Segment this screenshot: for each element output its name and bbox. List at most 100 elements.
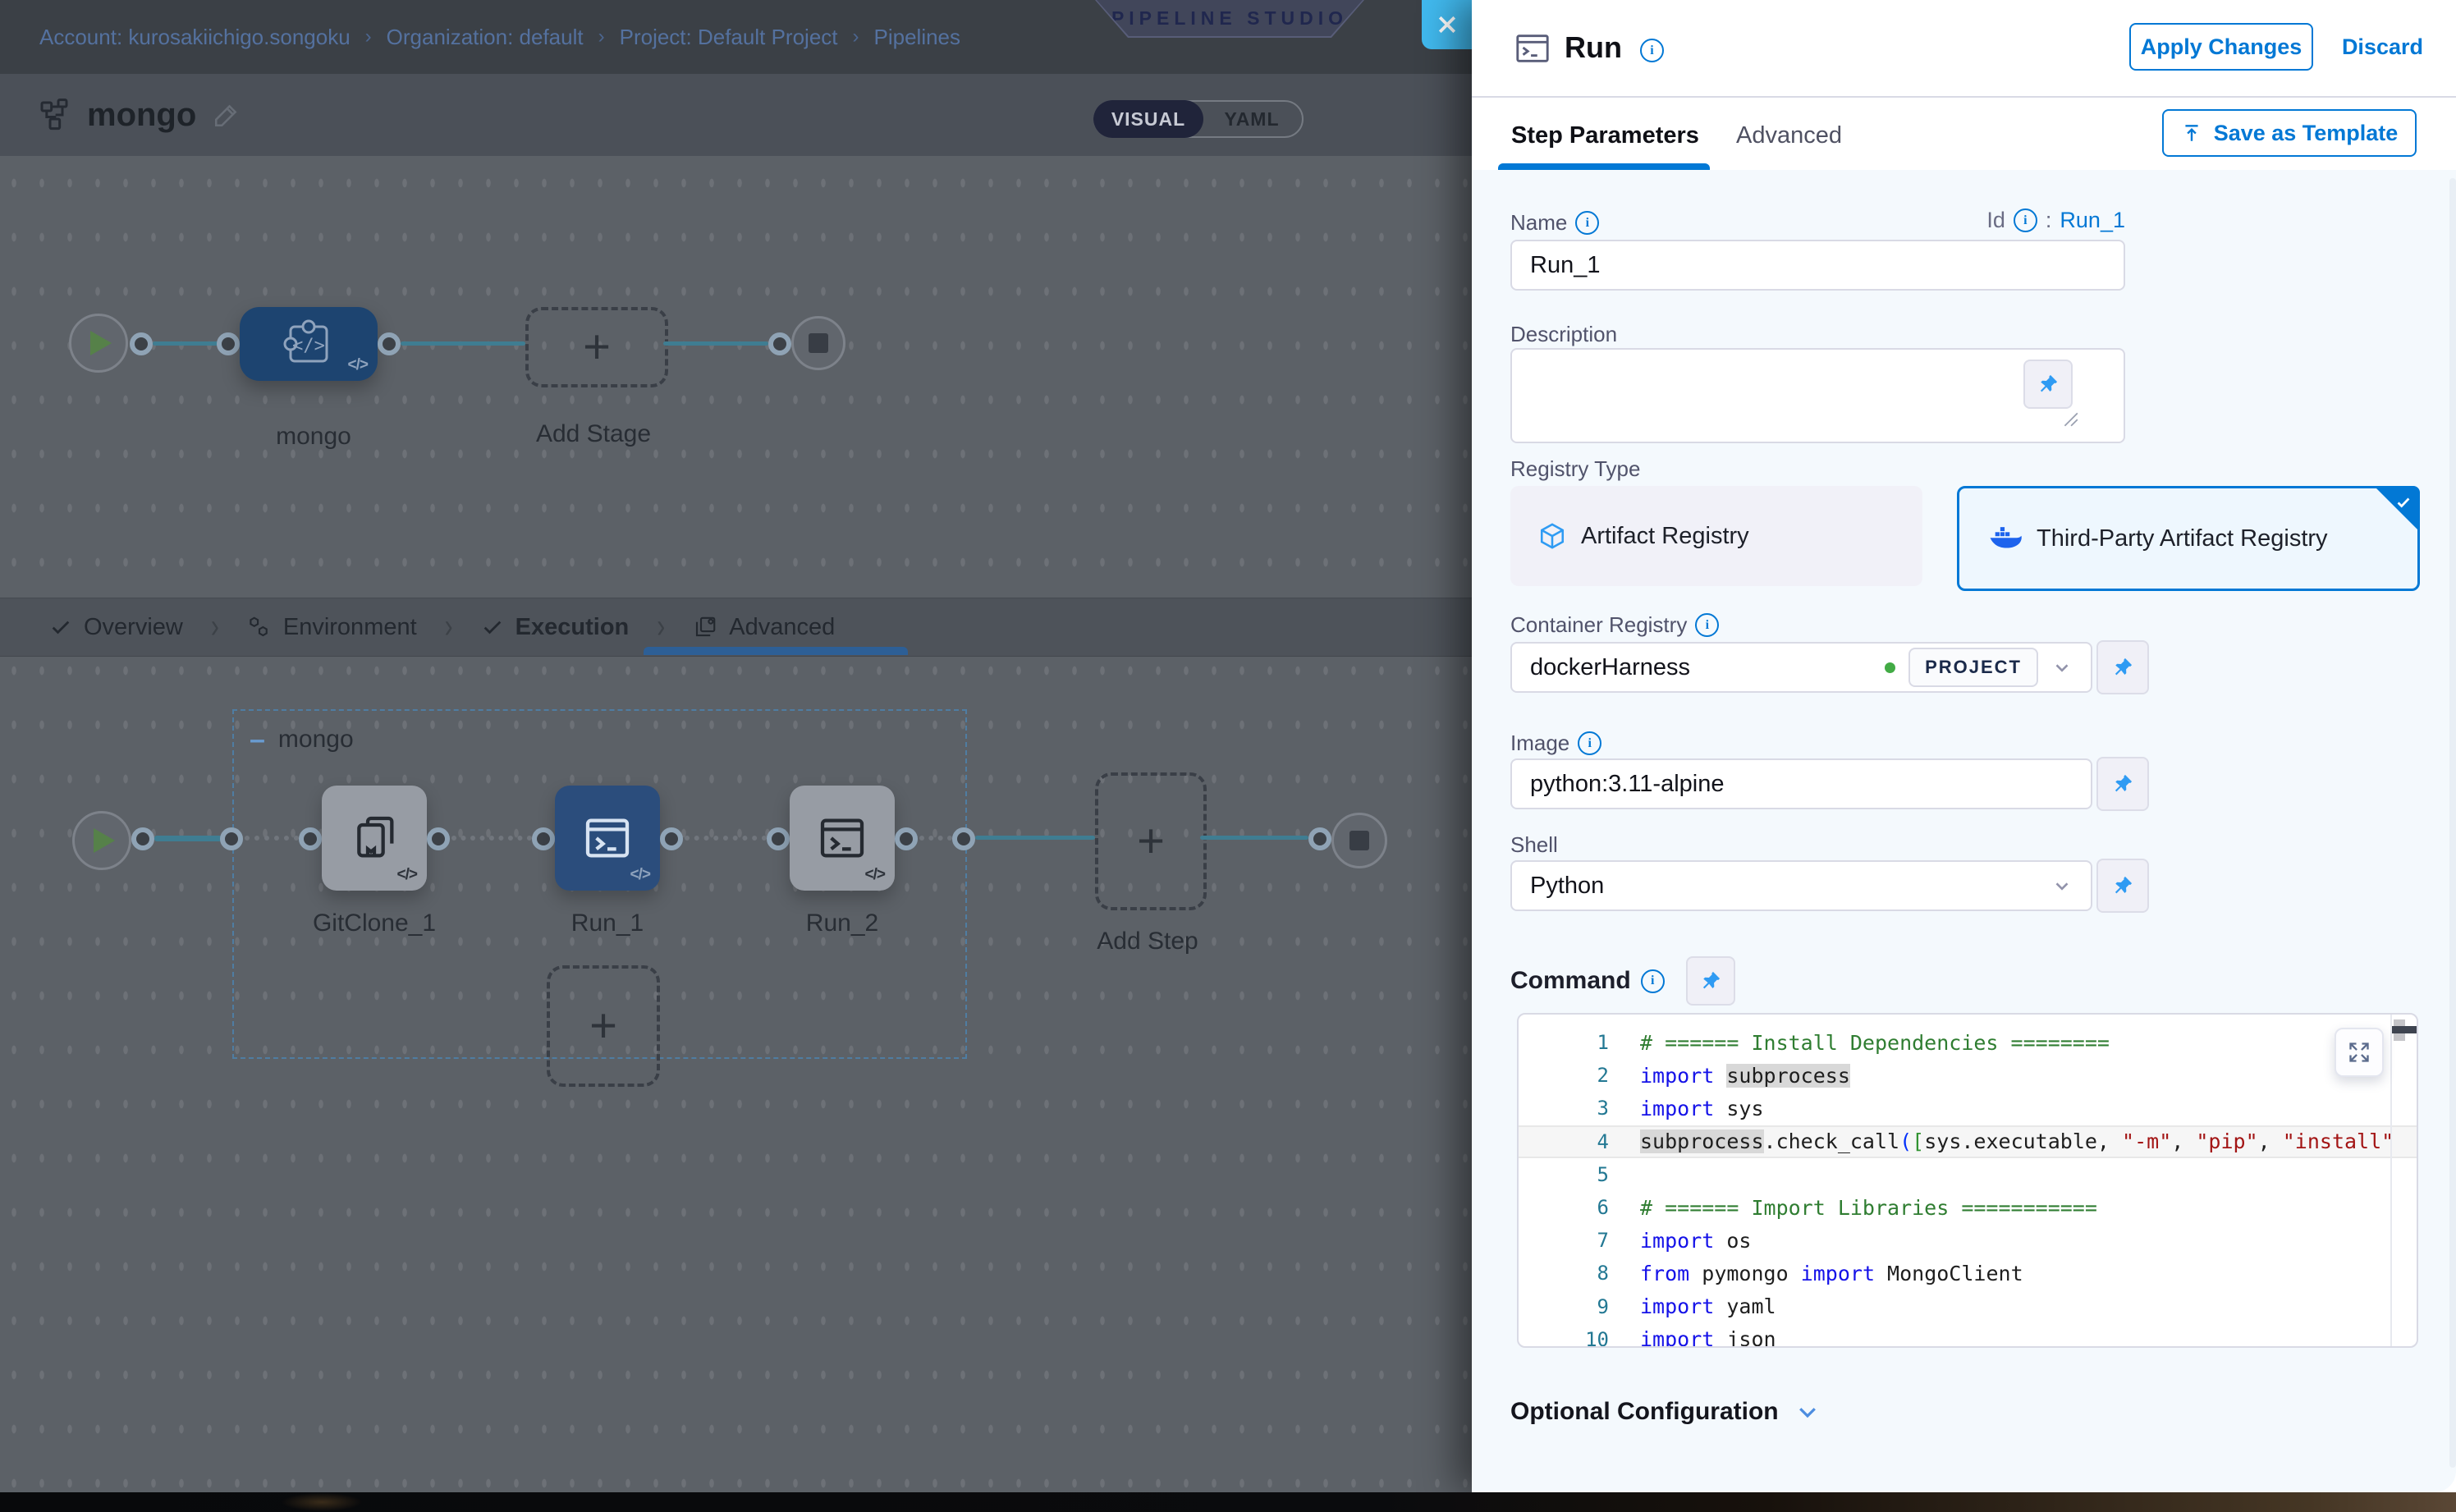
code-line[interactable]: 1# ====== Install Dependencies ======== [1519,1026,2417,1059]
pipeline-studio-badge-label: PIPELINE STUDIO [1097,0,1363,36]
description-textarea[interactable] [1510,348,2125,443]
image-input[interactable]: python:3.11-alpine [1510,758,2092,809]
stop-icon [1349,831,1369,850]
check-icon [2397,497,2410,508]
toggle-yaml[interactable]: YAML [1224,108,1280,130]
pipeline-canvas[interactable]: </> </> + mongo Add Stage – mongo </> [0,156,1472,1494]
box-gear-icon [696,616,716,637]
description-pin-button[interactable] [2023,360,2073,409]
code-badge-icon: </> [864,866,887,883]
step-node-gitclone[interactable]: </> [322,786,427,891]
breadcrumb-account[interactable]: Account: kurosakiichigo.songoku [39,24,351,49]
code-badge-icon: </> [396,866,419,883]
info-icon[interactable]: i [2013,208,2037,232]
edge [154,836,222,841]
connector-dot [220,827,243,850]
breadcrumb-project[interactable]: Project: Default Project [619,24,838,49]
pipeline-studio-badge: PIPELINE STUDIO [1095,0,1364,38]
close-drawer-button[interactable] [1422,0,1472,49]
info-icon[interactable]: i [1640,39,1664,62]
tab-label: Execution [515,613,630,640]
stage-start-node [69,314,128,373]
add-parallel-step-node[interactable]: + [547,965,660,1087]
image-pin-button[interactable] [2096,757,2149,811]
pin-icon [2040,374,2058,392]
add-step-node[interactable]: + [1095,772,1207,910]
play-icon [90,331,112,355]
registry-option-artifact[interactable]: Artifact Registry [1510,486,1922,586]
breadcrumb: Account: kurosakiichigo.songoku › Organi… [39,0,960,74]
stage-node-mongo[interactable]: </> </> [240,307,378,381]
resize-handle-icon[interactable] [2061,410,2079,428]
tab-overview[interactable]: Overview [49,598,183,656]
info-icon[interactable]: i [1575,211,1600,235]
code-line[interactable]: 5 [1519,1158,2417,1191]
info-icon[interactable]: i [1695,613,1720,637]
play-icon [94,828,115,853]
command-code-editor[interactable]: 1# ====== Install Dependencies ========2… [1517,1013,2418,1348]
editor-overview-ruler[interactable] [2390,1015,2417,1346]
name-input[interactable]: Run_1 [1510,240,2125,291]
container-registry-select[interactable]: dockerHarness PROJECT [1510,642,2092,693]
svg-text:</>: </> [292,336,325,356]
edit-pencil-icon[interactable] [213,101,241,129]
line-number: 8 [1597,1262,1609,1285]
editor-expand-button[interactable] [2335,1028,2384,1077]
drawer-title: Run [1565,30,1622,64]
hexagons-icon [250,616,268,637]
tab-advanced[interactable]: Advanced [693,598,835,656]
code-text: # ====== Import Libraries =========== [1640,1195,2097,1220]
optional-configuration-toggle[interactable]: Optional Configuration [1510,1398,1820,1426]
save-as-template-button[interactable]: Save as Template [2162,109,2417,157]
id-value[interactable]: Run_1 [2060,208,2125,232]
container-registry-pin-button[interactable] [2096,640,2149,694]
step-node-run1[interactable]: </> [555,786,660,891]
editor-ruler-marker [2392,1026,2417,1033]
connector-dot [952,827,975,850]
toggle-visual[interactable]: VISUAL [1093,100,1203,138]
edge [153,341,220,346]
breadcrumb-separator: › [364,25,372,48]
breadcrumb-pipelines[interactable]: Pipelines [873,24,961,49]
registry-option-third-party[interactable]: Third-Party Artifact Registry [1957,486,2420,591]
breadcrumb-separator: › [852,25,859,48]
shell-select[interactable]: Python [1510,860,2092,911]
code-text: import subprocess [1640,1063,1850,1088]
tab-advanced[interactable]: Advanced [1736,122,1842,149]
step-node-run2[interactable]: </> [790,786,895,891]
tab-step-parameters[interactable]: Step Parameters [1511,122,1699,149]
step-group-header[interactable]: – mongo [250,726,354,754]
info-icon[interactable]: i [1640,969,1665,993]
chevron-down-icon[interactable] [2051,657,2073,678]
add-stage-label[interactable]: Add Stage [535,420,652,447]
code-text: # ====== Install Dependencies ======== [1640,1030,2110,1055]
add-stage-node[interactable]: + [525,307,668,387]
add-step-label[interactable]: Add Step [1097,928,1198,955]
tab-label: Overview [84,613,183,640]
drawer-scrollbar[interactable] [2449,178,2456,1468]
collapse-icon[interactable]: – [250,724,265,755]
line-number: 3 [1597,1097,1609,1120]
info-icon[interactable]: i [1578,731,1602,755]
step-group-label: mongo [277,726,354,753]
breadcrumb-organization[interactable]: Organization: default [386,24,584,49]
apply-changes-button[interactable]: Apply Changes [2129,23,2313,71]
description-label: Description [1510,322,1618,346]
tab-environment[interactable]: Environment [247,598,417,656]
code-line[interactable]: 6# ====== Import Libraries =========== [1519,1191,2417,1224]
step-group-mongo [232,709,967,1059]
line-number: 4 [1597,1129,1609,1153]
visual-yaml-toggle[interactable]: VISUAL YAML [1093,100,1304,138]
chevron-down-icon[interactable] [2051,875,2073,896]
discard-button[interactable]: Discard [2341,34,2423,59]
command-pin-button[interactable] [1685,956,1735,1006]
shell-pin-button[interactable] [2096,859,2149,913]
tab-execution[interactable]: Execution [481,598,630,656]
